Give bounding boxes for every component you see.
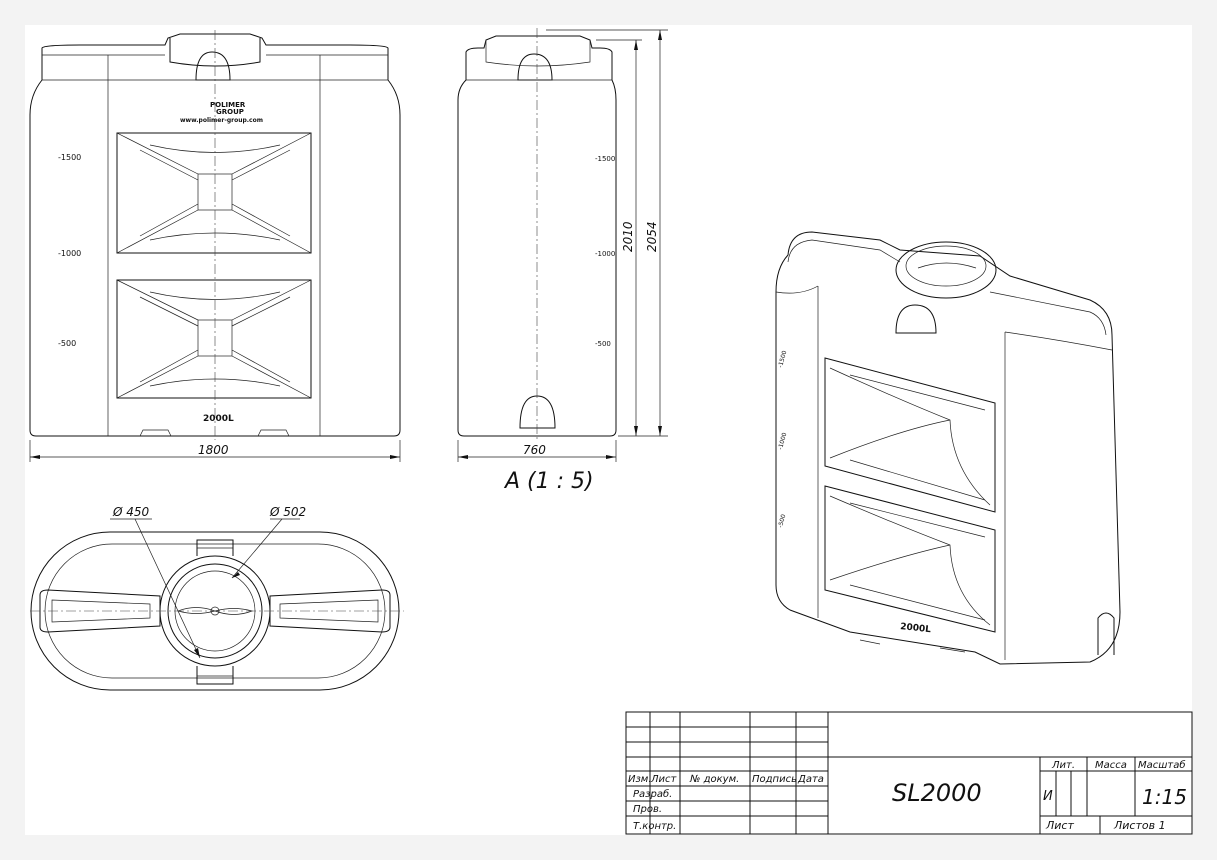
isometric-view: -1500 -1000 -500 2000L xyxy=(775,231,1121,665)
sheet-label: Лист xyxy=(1045,819,1074,832)
depth-dimension: 760 xyxy=(523,443,546,457)
title-col-izm: Изм. xyxy=(628,774,652,785)
front-view: POLIMER GROUP www.polimer-group.com -150… xyxy=(29,30,401,462)
sheets-label: Листов 1 xyxy=(1113,819,1166,832)
title-col-list: Лист xyxy=(650,774,678,785)
title-col-doc: № докум. xyxy=(689,774,739,785)
scale-value: 1:15 xyxy=(1142,785,1187,809)
logo-line1: POLIMER xyxy=(210,101,246,109)
diameter-450: Ø 450 xyxy=(112,505,150,519)
side-level-mark-1000: -1000 xyxy=(595,250,615,258)
iso-level-mark-1000: -1000 xyxy=(777,432,788,451)
side-view: -1500 -1000 -500 2010 2054 760 A (1 : 5) xyxy=(457,28,668,494)
scale-header: Масштаб xyxy=(1138,759,1186,771)
level-mark-1500: -1500 xyxy=(58,153,81,162)
mass-header: Масса xyxy=(1095,760,1127,771)
side-level-mark-1500: -1500 xyxy=(595,155,615,163)
iso-level-mark-500: -500 xyxy=(777,513,787,528)
website-label: www.polimer-group.com xyxy=(180,117,263,124)
title-col-date: Дата xyxy=(797,774,824,785)
role-razrab: Разраб. xyxy=(633,788,672,800)
diameter-502: Ø 502 xyxy=(269,505,306,519)
lit-value: И xyxy=(1043,789,1053,804)
paper xyxy=(25,25,1192,835)
top-view: Ø 450 Ø 502 xyxy=(30,505,404,691)
level-mark-1000: -1000 xyxy=(58,249,81,258)
iso-volume-label: 2000L xyxy=(900,622,932,635)
title-col-sign: Подпись xyxy=(752,774,797,785)
iso-level-mark-1500: -1500 xyxy=(777,350,788,369)
width-dimension: 1800 xyxy=(198,443,229,457)
designation: SL2000 xyxy=(892,779,982,807)
role-prov: Пров. xyxy=(633,804,662,815)
title-block: Изм. Лист № докум. Подпись Дата Разраб. … xyxy=(625,711,1193,835)
side-level-mark-500: -500 xyxy=(595,340,611,348)
height-dimension-inner: 2010 xyxy=(621,221,635,252)
volume-label: 2000L xyxy=(203,414,234,424)
height-dimension-outer: 2054 xyxy=(645,221,659,252)
level-mark-500: -500 xyxy=(58,339,76,348)
view-label: A (1 : 5) xyxy=(503,469,594,494)
role-tkontr: Т.контр. xyxy=(633,821,676,832)
logo-line2: GROUP xyxy=(216,108,244,116)
lit-header: Лит. xyxy=(1051,760,1075,771)
